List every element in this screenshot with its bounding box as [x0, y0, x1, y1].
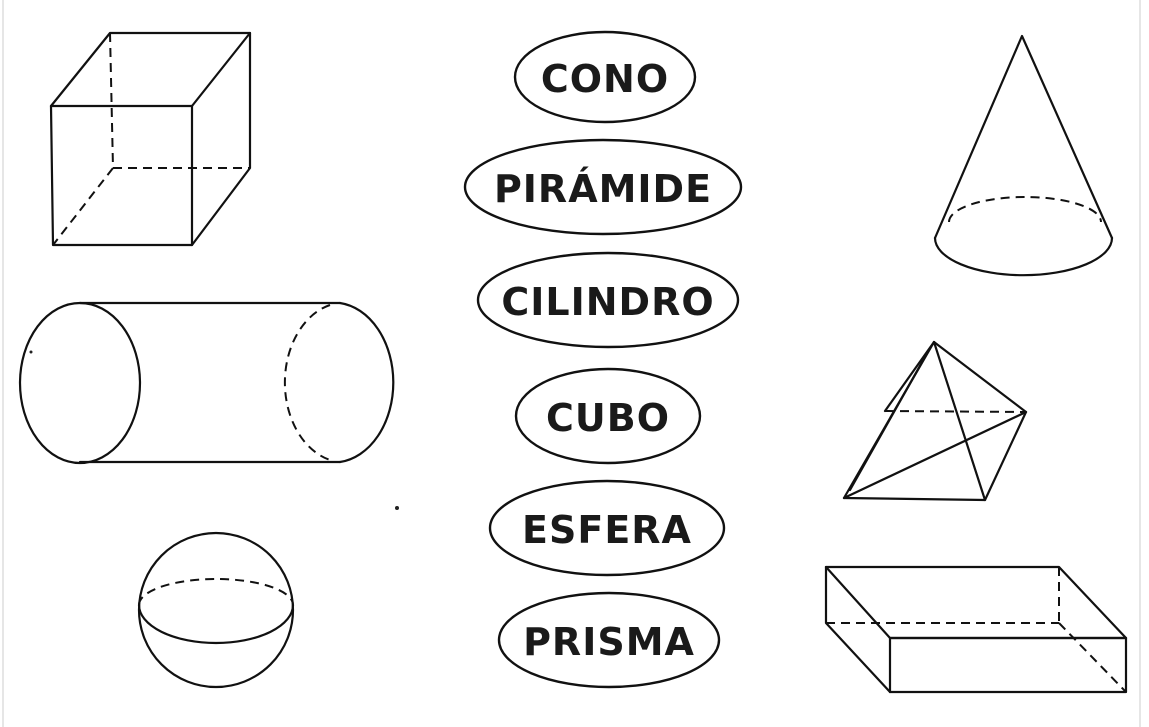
label-piramide: PIRÁMIDE	[494, 167, 712, 211]
cone-shape[interactable]	[933, 34, 1114, 277]
cylinder-shape[interactable]	[18, 301, 395, 465]
scan-speck	[29, 350, 33, 354]
pyramid-shape[interactable]	[842, 340, 1028, 502]
label-esfera: ESFERA	[522, 508, 692, 552]
sphere-shape[interactable]	[137, 531, 295, 689]
label-oval-prisma[interactable]: PRISMA	[497, 591, 721, 689]
scan-speck	[395, 506, 399, 510]
label-prisma: PRISMA	[523, 620, 695, 664]
label-oval-esfera[interactable]: ESFERA	[488, 479, 726, 577]
label-cono: CONO	[541, 57, 669, 101]
cube-shape[interactable]	[49, 31, 252, 247]
label-oval-cono[interactable]: CONO	[513, 30, 697, 124]
label-cubo: CUBO	[546, 396, 670, 440]
label-oval-cubo[interactable]: CUBO	[514, 367, 702, 465]
label-oval-piramide[interactable]: PIRÁMIDE	[463, 138, 743, 236]
label-cilindro: CILINDRO	[501, 280, 714, 324]
rectangular-prism-shape[interactable]	[824, 565, 1128, 694]
label-oval-cilindro[interactable]: CILINDRO	[476, 251, 740, 349]
